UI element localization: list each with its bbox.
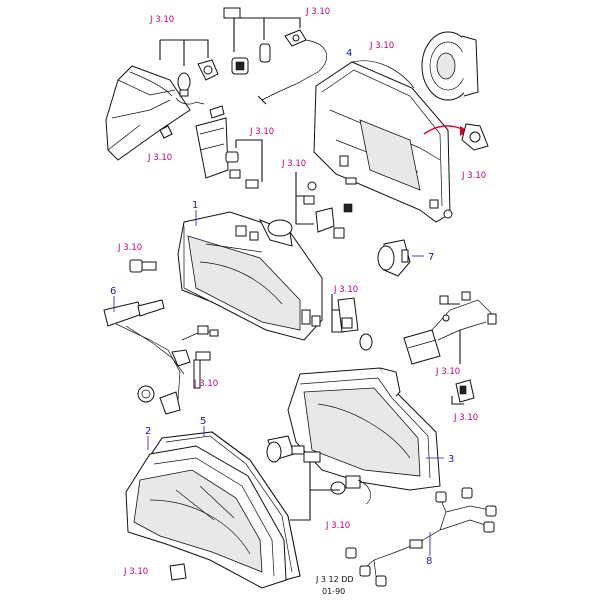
callout-line-bracket xyxy=(235,139,263,182)
reflector-socket xyxy=(455,379,475,403)
ref-label-right-red-ring: J 3.10 xyxy=(461,171,486,181)
indicator-bulb-holder xyxy=(197,59,219,81)
retaining-ring xyxy=(461,123,489,151)
ref-label-upper-middle: J 3.10 xyxy=(249,127,274,137)
ref-label-right-connector: J 3.10 xyxy=(435,367,460,377)
ref-label-top-left: J 3.10 xyxy=(149,15,174,25)
headlamp-cover-cap xyxy=(421,31,479,101)
ref-label-center-screws: J 3.10 xyxy=(281,159,306,169)
ref-label-left-middle: J 3.10 xyxy=(147,153,172,163)
ref-label-left-bolt: J 3.10 xyxy=(117,243,142,253)
indicator-wire xyxy=(175,97,205,105)
adjuster-pin xyxy=(193,351,211,389)
headlamp-unit-part-1 xyxy=(177,211,323,341)
ref-label-bottom-bulb: J 3.10 xyxy=(325,521,350,531)
callout-bracket-center xyxy=(295,172,314,225)
ref-label-top-center: J 3.10 xyxy=(305,7,330,17)
small-clip-top xyxy=(223,7,241,19)
part-number-2: 2 xyxy=(145,426,151,437)
callout-bracket-bottom-bulb xyxy=(290,462,340,521)
drawing-code: J 3 12 DD xyxy=(315,575,354,584)
headlamp-lens-part-2 xyxy=(125,445,287,589)
part-number-1: 1 xyxy=(192,200,198,211)
bulb-holder-part-7 xyxy=(377,239,411,277)
indicator-bulb-small xyxy=(177,72,191,97)
ref-label-right-socket: J 3.10 xyxy=(453,413,478,423)
ref-label-center-bulb: J 3.10 xyxy=(333,285,358,295)
callout-line-socket xyxy=(451,396,464,405)
part-number-7: 7 xyxy=(428,252,434,263)
headlamp-housing-rear xyxy=(313,60,453,223)
sidelight-bulb-unit xyxy=(337,297,373,351)
callout-line-connector xyxy=(440,303,461,364)
ref-label-top-right: J 3.10 xyxy=(369,41,394,51)
mounting-bolt xyxy=(129,259,157,273)
reflector-frame-part-3 xyxy=(287,367,441,491)
part-number-3: 3 xyxy=(448,454,454,465)
wiring-loom-part-8 xyxy=(345,487,497,587)
part-number-5: 5 xyxy=(200,416,206,427)
callout-bracket-center-bulb xyxy=(331,294,344,333)
circlip xyxy=(137,385,155,403)
indicator-lamp xyxy=(105,65,191,161)
drawing-date: 01-90 xyxy=(322,587,345,596)
ref-label-left-pin: J 3.10 xyxy=(193,379,218,389)
main-bulb-h4 xyxy=(266,435,372,505)
leveling-bracket-part-6 xyxy=(103,299,219,415)
sidelamp-bulb-assembly xyxy=(231,29,328,105)
part-number-8: 8 xyxy=(426,556,432,567)
ref-label-bottom-left: J 3.10 xyxy=(123,567,148,577)
lamp-bracket xyxy=(195,105,259,189)
part-number-6: 6 xyxy=(110,286,116,297)
harness-connector xyxy=(403,291,497,365)
part-number-4: 4 xyxy=(346,48,352,59)
adjuster-screw-group xyxy=(303,181,353,239)
bottom-clip xyxy=(169,563,187,581)
callout-bracket-top-left xyxy=(159,39,209,66)
